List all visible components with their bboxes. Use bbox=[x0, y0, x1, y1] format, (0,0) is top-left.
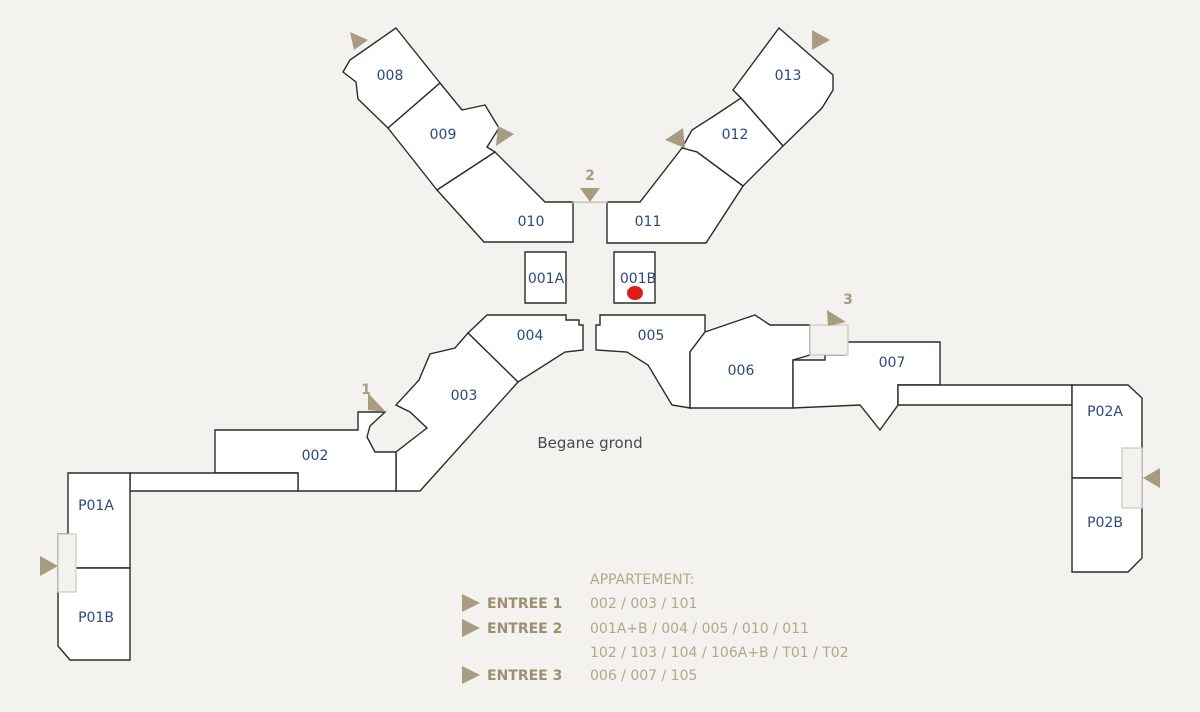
unit-label-p02b: P02B bbox=[1087, 515, 1123, 531]
unit-011[interactable] bbox=[606, 147, 744, 244]
entry-arrow-icon bbox=[812, 30, 830, 50]
unit-label-p02a: P02A bbox=[1087, 404, 1123, 420]
entry-arrow-icon bbox=[368, 393, 386, 412]
unit-label-001b: 001B bbox=[620, 271, 656, 287]
entry-arrow-icon bbox=[462, 594, 480, 612]
legend-label: ENTREE 3 bbox=[487, 668, 562, 684]
unit-label-p01a: P01A bbox=[78, 498, 114, 514]
entry-number-1: 1 bbox=[361, 382, 371, 398]
entry-arrow-icon bbox=[1143, 468, 1160, 488]
unit-label-004: 004 bbox=[517, 328, 544, 344]
unit-label-009: 009 bbox=[430, 127, 457, 143]
unit-005[interactable] bbox=[595, 314, 706, 409]
entry-arrow-icon bbox=[40, 556, 58, 576]
entry-number-2: 2 bbox=[585, 168, 595, 184]
unit-001a[interactable] bbox=[524, 251, 567, 304]
legend-label: ENTREE 2 bbox=[487, 621, 562, 637]
unit-label-001a: 001A bbox=[528, 271, 565, 287]
entry-connector-2 bbox=[572, 201, 608, 204]
entry-connector-3 bbox=[809, 324, 849, 356]
unit-label-002: 002 bbox=[302, 448, 329, 464]
corridor-right bbox=[897, 384, 1073, 406]
unit-label-008: 008 bbox=[377, 68, 404, 84]
entry-arrow-icon bbox=[580, 188, 600, 202]
legend-value: 006 / 007 / 105 bbox=[590, 668, 697, 684]
entry-arrow-icon bbox=[350, 32, 368, 50]
corridor-left bbox=[129, 472, 299, 492]
legend-value: 102 / 103 / 104 / 106A+B / T01 / T02 bbox=[590, 645, 849, 661]
entry-number-3: 3 bbox=[843, 292, 853, 308]
unit-label-005: 005 bbox=[638, 328, 665, 344]
legend-header: APPARTEMENT: bbox=[590, 572, 694, 588]
legend-value: 002 / 003 / 101 bbox=[590, 596, 697, 612]
unit-label-003: 003 bbox=[451, 388, 478, 404]
entry-connector-right bbox=[1121, 447, 1143, 509]
entry-arrow-icon bbox=[665, 128, 685, 148]
unit-003[interactable] bbox=[394, 331, 519, 492]
entry-arrow-icon bbox=[496, 126, 514, 146]
unit-label-006: 006 bbox=[728, 363, 755, 379]
unit-label-p01b: P01B bbox=[78, 610, 114, 626]
floor-name: Begane grond bbox=[537, 434, 642, 452]
unit-label-010: 010 bbox=[518, 214, 545, 230]
entry-connector-left bbox=[57, 533, 77, 593]
entry-arrow-icon bbox=[462, 619, 480, 637]
unit-001b[interactable] bbox=[613, 251, 656, 304]
entry-arrow-icon bbox=[462, 666, 480, 684]
unit-label-011: 011 bbox=[635, 214, 662, 230]
entry-arrow-icon bbox=[827, 310, 846, 326]
unit-006[interactable] bbox=[689, 314, 811, 409]
unit-label-007: 007 bbox=[879, 355, 906, 371]
unit-label-013: 013 bbox=[775, 68, 802, 84]
location-marker bbox=[627, 286, 643, 300]
legend-value: 001A+B / 004 / 005 / 010 / 011 bbox=[590, 621, 809, 637]
unit-label-012: 012 bbox=[722, 127, 749, 143]
legend-label: ENTREE 1 bbox=[487, 596, 562, 612]
